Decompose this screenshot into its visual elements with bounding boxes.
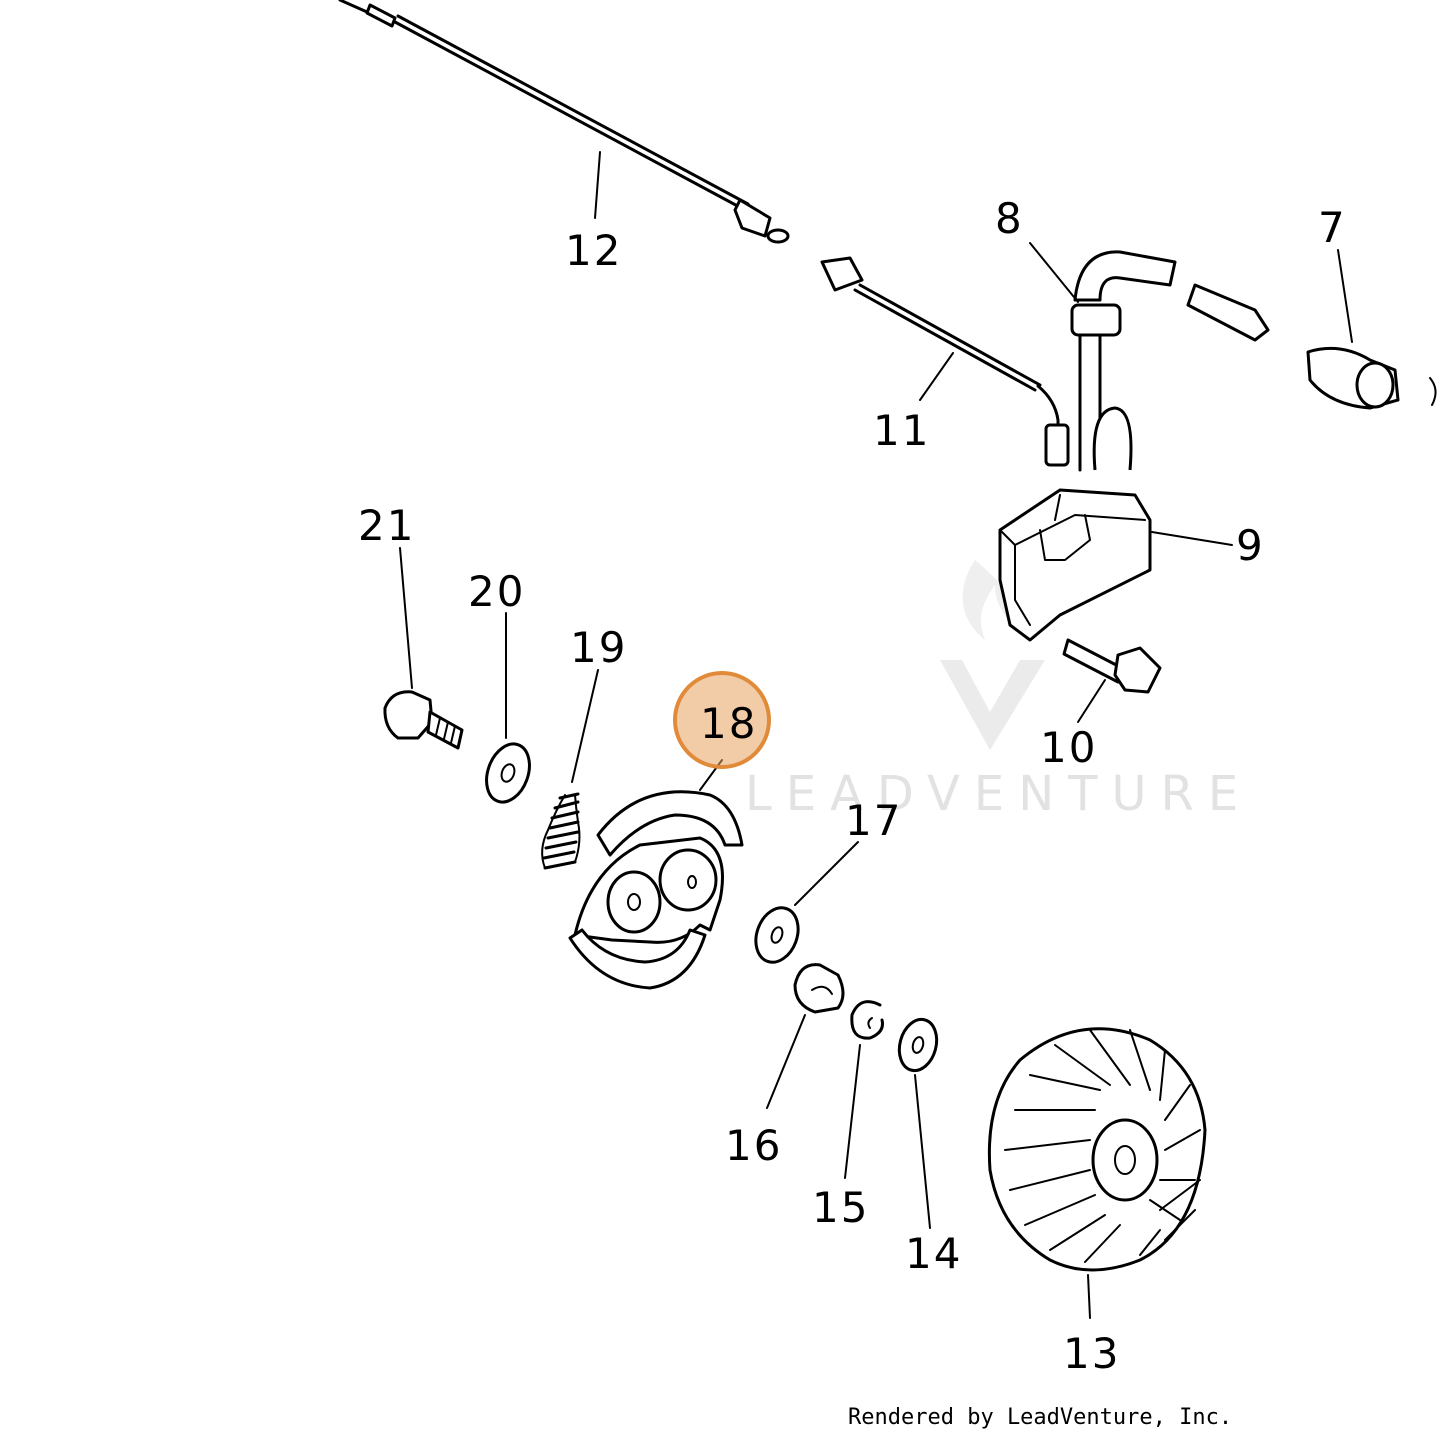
label-20[interactable]: 20 — [468, 567, 525, 616]
part-12-cable[interactable] — [338, 0, 790, 244]
leader-7 — [1337, 249, 1353, 343]
part-8-plug-cap[interactable] — [1070, 250, 1270, 472]
watermark-logo — [940, 560, 1045, 750]
leader-19 — [571, 669, 599, 783]
part-9-ignition-coil[interactable] — [998, 406, 1152, 642]
leader-21 — [399, 547, 413, 689]
leader-10 — [1077, 679, 1106, 723]
label-9[interactable]: 9 — [1236, 521, 1265, 570]
leader-8 — [1029, 242, 1079, 303]
leader-16 — [766, 1014, 806, 1109]
label-13[interactable]: 13 — [1063, 1329, 1120, 1378]
part-14-washer[interactable] — [894, 1015, 942, 1075]
leader-11 — [919, 352, 954, 401]
label-16[interactable]: 16 — [725, 1121, 782, 1170]
credit-text: Rendered by LeadVenture, Inc. — [848, 1405, 1232, 1430]
label-18[interactable]: 18 — [700, 699, 757, 748]
leader-12 — [594, 151, 601, 219]
part-19-spring[interactable] — [541, 792, 581, 870]
label-21[interactable]: 21 — [358, 501, 415, 550]
part-16-nut[interactable] — [793, 963, 845, 1014]
part-13-flywheel[interactable] — [987, 1027, 1207, 1272]
part-21-screw[interactable] — [383, 690, 464, 750]
watermark-text: LEADVENTURE — [745, 766, 1252, 822]
leader-15 — [844, 1044, 861, 1179]
part-10-bolt[interactable] — [1062, 638, 1162, 694]
leader-9 — [1151, 531, 1233, 546]
leader-14 — [914, 1074, 931, 1229]
label-14[interactable]: 14 — [905, 1229, 962, 1278]
part-20-washer[interactable] — [479, 738, 537, 808]
label-7[interactable]: 7 — [1318, 203, 1347, 252]
part-17-washer[interactable] — [749, 902, 806, 968]
part-15-lock-washer[interactable] — [850, 1000, 884, 1040]
label-19[interactable]: 19 — [570, 623, 627, 672]
label-17[interactable]: 17 — [845, 796, 902, 845]
part-18-clutch-shoe[interactable] — [568, 790, 744, 990]
label-12[interactable]: 12 — [565, 226, 622, 275]
part-7-terminal[interactable] — [1306, 346, 1437, 410]
highlight-part-18 — [673, 671, 771, 769]
label-10[interactable]: 10 — [1040, 723, 1097, 772]
label-8[interactable]: 8 — [995, 194, 1024, 243]
label-15[interactable]: 15 — [812, 1183, 869, 1232]
label-11[interactable]: 11 — [873, 406, 930, 455]
part-11-lead-wire[interactable] — [820, 256, 1070, 467]
leader-13 — [1087, 1274, 1091, 1319]
leader-17 — [794, 841, 859, 906]
